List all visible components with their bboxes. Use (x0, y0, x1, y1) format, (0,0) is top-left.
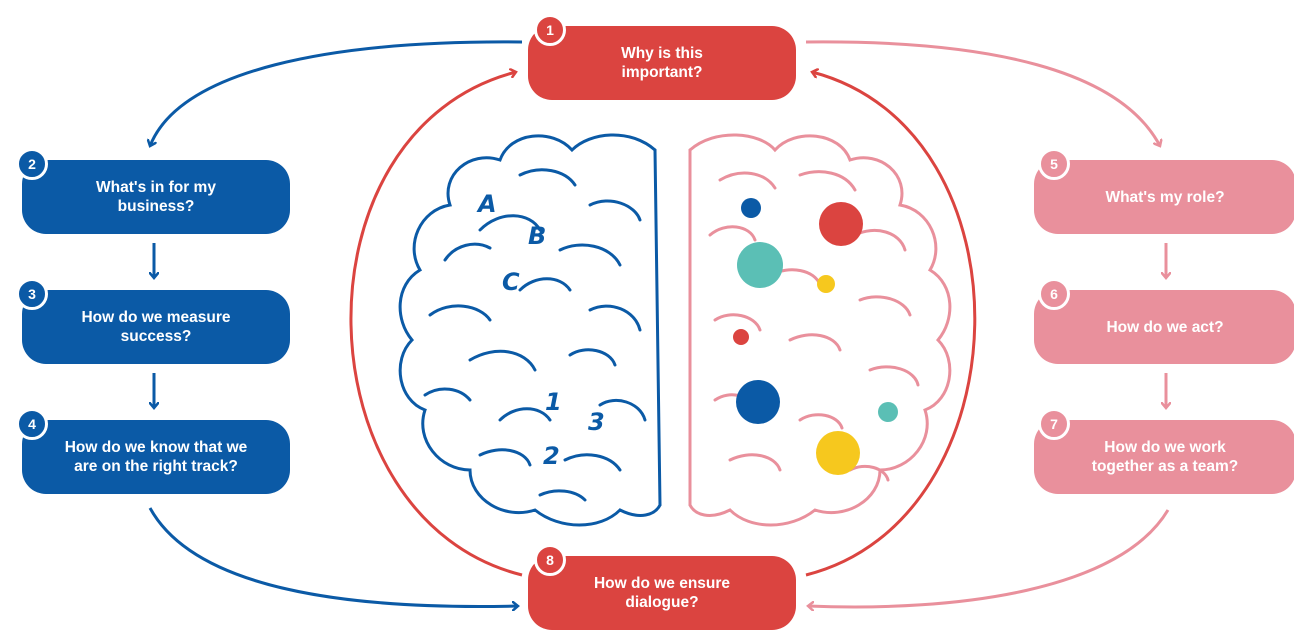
step-7-box: How do we work together as a team? (1034, 420, 1294, 494)
step-4-box: How do we know that we are on the right … (22, 420, 290, 494)
step-2-number-badge: 2 (16, 148, 48, 180)
step-3-number-badge: 3 (16, 278, 48, 310)
step-5-box: What's my role? (1034, 160, 1294, 234)
arrow-7-to-8 (808, 509, 1170, 607)
step-3-box: How do we measure success? (22, 290, 290, 364)
arrow-4-to-8 (148, 507, 518, 606)
step-5-number-badge: 5 (1038, 148, 1070, 180)
step-8-number-badge: 8 (534, 544, 566, 576)
step-2-box: What's in for my business? (22, 160, 290, 234)
step-1-box: Why is this important? (528, 26, 796, 100)
right-brain-outline (688, 133, 952, 527)
step-6-number-badge: 6 (1038, 278, 1070, 310)
left-brain-label: 3 (588, 408, 605, 436)
step-7-number-badge: 7 (1038, 408, 1070, 440)
step-7-label: How do we work together as a team? (1091, 439, 1239, 475)
left-brain-label: B (528, 222, 546, 250)
arrow-8-to-1-left (349, 72, 523, 577)
step-1-label: Why is this important? (621, 45, 703, 81)
step-5-label: What's my role? (1105, 188, 1225, 206)
step-8-box: How do we ensure dialogue? (528, 556, 796, 630)
right-brain-dot (736, 380, 780, 424)
left-brain-label: 1 (545, 388, 562, 416)
step-2-label: What's in for my business? (96, 179, 216, 215)
arrow-1-to-5 (805, 40, 1160, 146)
right-brain-dot (816, 431, 860, 475)
right-brain-dot (741, 198, 761, 218)
right-brain-dot (733, 329, 749, 345)
right-brain-dot (819, 202, 863, 246)
step-6-box: How do we act? (1034, 290, 1294, 364)
right-brain-dot (817, 275, 835, 293)
arrow-8-to-1-right (805, 72, 977, 577)
step-4-number-badge: 4 (16, 408, 48, 440)
step-8-label: How do we ensure dialogue? (593, 575, 731, 611)
left-brain-label: C (502, 268, 520, 296)
step-1-number-badge: 1 (534, 14, 566, 46)
step-6-label: How do we act? (1106, 318, 1224, 336)
left-brain-label: 2 (543, 442, 560, 470)
right-brain-dot (878, 402, 898, 422)
left-brain-label: A (476, 190, 497, 218)
arrow-1-to-2 (150, 40, 523, 146)
step-4-label: How do we know that we are on the right … (64, 439, 248, 475)
left-brain-outline (398, 133, 662, 527)
step-3-label: How do we measure success? (81, 309, 231, 345)
right-brain-dot (737, 242, 783, 288)
